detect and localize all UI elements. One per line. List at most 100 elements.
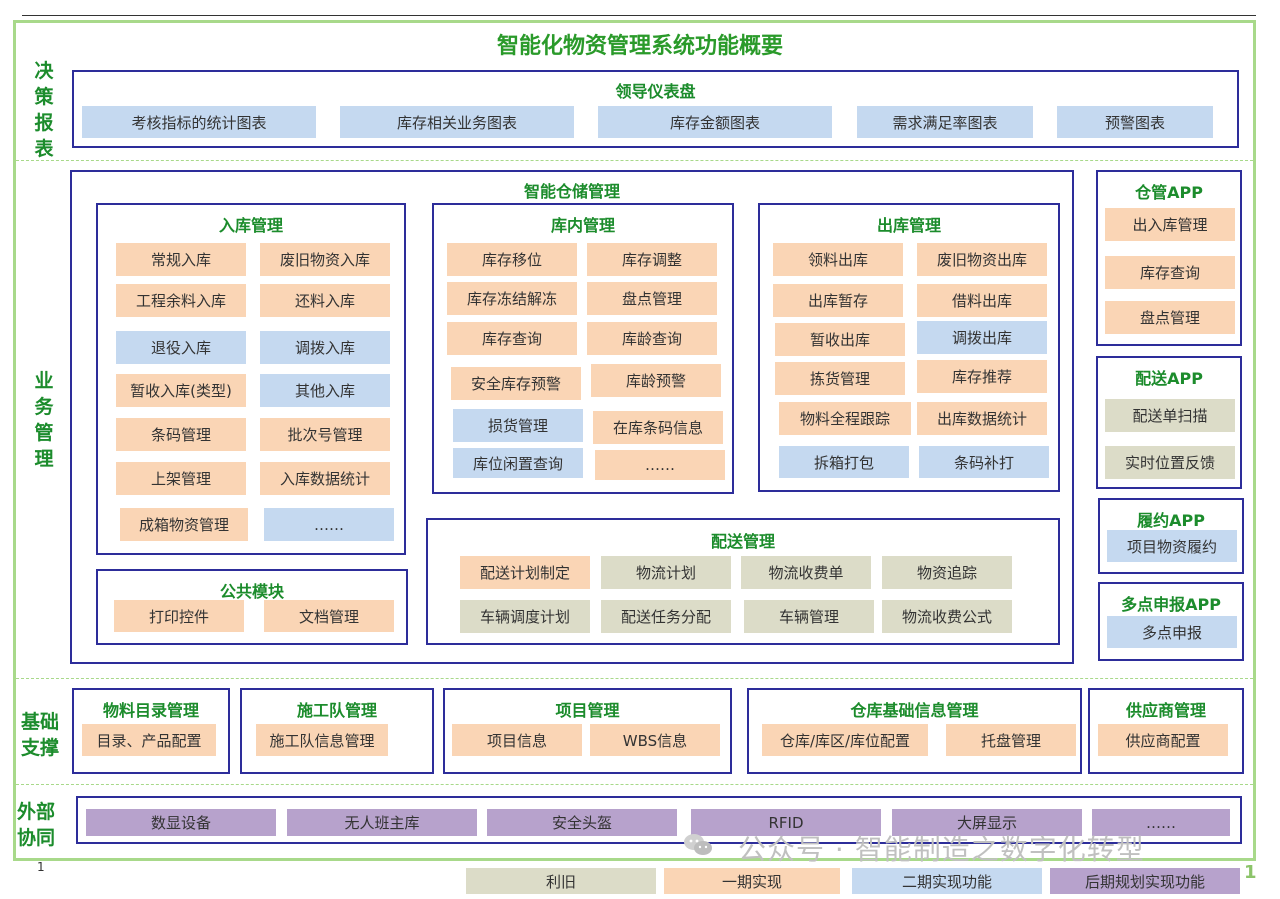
wechat-icon xyxy=(683,832,713,858)
inventory-item: 库存冻结解冻 xyxy=(447,282,577,315)
side-label-business: 业务管理 xyxy=(34,370,54,470)
delivery-item: 配送计划制定 xyxy=(460,556,590,589)
inbound-item: 上架管理 xyxy=(116,462,246,495)
wh-info-item: 托盘管理 xyxy=(946,724,1076,756)
wh-info-item: 仓库/库区/库位配置 xyxy=(762,724,928,756)
delivery-item: 物资追踪 xyxy=(882,556,1012,589)
inbound-item: 暂收入库(类型) xyxy=(116,374,246,407)
dashboard-item: 需求满足率图表 xyxy=(857,106,1033,138)
warehouse-title: 智能仓储管理 xyxy=(523,182,620,201)
common-item: 文档管理 xyxy=(264,600,394,632)
outbound-item: 拆箱打包 xyxy=(779,446,909,478)
delivery-item: 车辆调度计划 xyxy=(460,600,590,633)
inventory-item: 库存查询 xyxy=(447,322,577,355)
inbound-item: 成箱物资管理 xyxy=(120,508,248,541)
delivery-item: 车辆管理 xyxy=(744,600,874,633)
inventory-item: 库位闲置查询 xyxy=(453,448,583,478)
inventory-item: 损货管理 xyxy=(453,409,583,442)
legend-reuse: 利旧 xyxy=(466,868,656,894)
legend-phase2: 二期实现功能 xyxy=(852,868,1042,894)
delivery-app-item: 配送单扫描 xyxy=(1105,399,1235,432)
outbound-title: 出库管理 xyxy=(876,216,941,235)
inventory-item: 库存调整 xyxy=(587,243,717,276)
outbound-item: 条码补打 xyxy=(919,446,1049,478)
inbound-item: 废旧物资入库 xyxy=(260,243,390,276)
material-item: 目录、产品配置 xyxy=(82,724,216,756)
outbound-item: 废旧物资出库 xyxy=(917,243,1047,276)
outbound-item: 领料出库 xyxy=(773,243,903,276)
inbound-item: 调拨入库 xyxy=(260,331,390,364)
dashboard-item: 库存金额图表 xyxy=(598,106,832,138)
material-title: 物料目录管理 xyxy=(102,701,199,720)
inbound-item: …… xyxy=(264,508,394,541)
outbound-item: 拣货管理 xyxy=(775,362,905,395)
external-item: …… xyxy=(1092,809,1230,836)
project-item: WBS信息 xyxy=(590,724,720,756)
inbound-item: 工程余料入库 xyxy=(116,284,246,317)
dashboard-title: 领导仪表盘 xyxy=(615,82,696,101)
side-label-decision: 决策报表 xyxy=(34,60,54,160)
external-item: 数显设备 xyxy=(86,809,276,836)
common-title: 公共模块 xyxy=(219,582,284,601)
delivery-item: 物流计划 xyxy=(601,556,731,589)
delivery-title: 配送管理 xyxy=(710,532,775,551)
outbound-item: 调拨出库 xyxy=(917,321,1047,354)
outbound-item: 暂收出库 xyxy=(775,323,905,356)
supplier-item: 供应商配置 xyxy=(1098,724,1228,756)
delivery-app-item: 实时位置反馈 xyxy=(1105,446,1235,479)
contract-app-title: 履约APP xyxy=(1137,511,1205,530)
outbound-item: 物料全程跟踪 xyxy=(779,402,911,435)
inventory-item: …… xyxy=(595,450,725,480)
outbound-item: 库存推荐 xyxy=(917,360,1047,393)
inventory-item: 在库条码信息 xyxy=(593,411,723,444)
inventory-item: 库龄预警 xyxy=(591,364,721,397)
delivery-item: 配送任务分配 xyxy=(601,600,731,633)
wh-info-title: 仓库基础信息管理 xyxy=(850,701,979,720)
inbound-item: 常规入库 xyxy=(116,243,246,276)
side-label-foundation: 基础支撑 xyxy=(20,711,59,759)
delivery-item: 物流收费单 xyxy=(741,556,871,589)
warehouse-app-item: 出入库管理 xyxy=(1105,208,1235,241)
project-item: 项目信息 xyxy=(452,724,582,756)
page-number-right: 1 xyxy=(1244,862,1257,883)
top-rule xyxy=(22,15,1256,16)
legend-later: 后期规划实现功能 xyxy=(1050,868,1240,894)
separator-foundation xyxy=(16,784,1253,785)
separator-decision xyxy=(16,160,1253,161)
external-item: RFID xyxy=(691,809,881,836)
inventory-item: 安全库存预警 xyxy=(451,367,581,400)
warehouse-app-item: 盘点管理 xyxy=(1105,301,1235,334)
external-item: 大屏显示 xyxy=(892,809,1082,836)
inbound-item: 批次号管理 xyxy=(260,418,390,451)
inbound-item: 退役入库 xyxy=(116,331,246,364)
inbound-item: 入库数据统计 xyxy=(260,462,390,495)
inventory-item: 库存移位 xyxy=(447,243,577,276)
external-item: 无人班主库 xyxy=(287,809,477,836)
outer-frame xyxy=(13,20,1256,861)
outbound-item: 借料出库 xyxy=(917,284,1047,317)
report-app-title: 多点申报APP xyxy=(1121,595,1221,614)
dashboard-item: 库存相关业务图表 xyxy=(340,106,574,138)
contract-app-item: 项目物资履约 xyxy=(1107,530,1237,562)
inbound-title: 入库管理 xyxy=(218,216,283,235)
separator-business xyxy=(16,678,1253,679)
warehouse-app-title: 仓管APP xyxy=(1135,183,1203,202)
inbound-item: 其他入库 xyxy=(260,374,390,407)
project-title: 项目管理 xyxy=(555,701,620,720)
dashboard-item: 考核指标的统计图表 xyxy=(82,106,316,138)
dashboard-item: 预警图表 xyxy=(1057,106,1213,138)
inbound-item: 还料入库 xyxy=(260,284,390,317)
delivery-item: 物流收费公式 xyxy=(882,600,1012,633)
inbound-item: 条码管理 xyxy=(116,418,246,451)
external-item: 安全头盔 xyxy=(487,809,677,836)
warehouse-app-item: 库存查询 xyxy=(1105,256,1235,289)
page-number-left: 1 xyxy=(37,860,45,874)
page-title: 智能化物资管理系统功能概要 xyxy=(496,34,783,59)
outbound-item: 出库暂存 xyxy=(773,284,903,317)
report-app-item: 多点申报 xyxy=(1107,616,1237,648)
side-label-external: 外部协同 xyxy=(16,801,55,849)
inventory-item: 盘点管理 xyxy=(587,282,717,315)
delivery-app-title: 配送APP xyxy=(1135,369,1203,388)
team-item: 施工队信息管理 xyxy=(256,724,388,756)
outbound-item: 出库数据统计 xyxy=(917,402,1047,435)
